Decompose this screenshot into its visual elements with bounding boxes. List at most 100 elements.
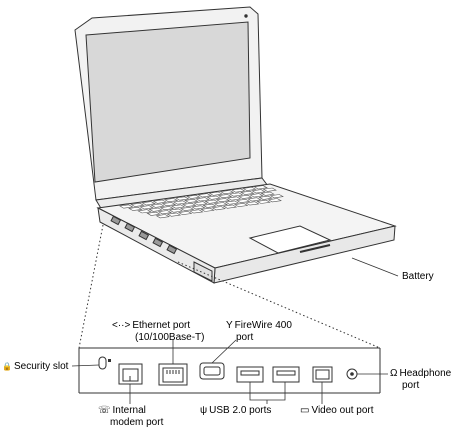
key [193, 201, 208, 206]
security-slot [98, 356, 107, 370]
key [157, 210, 172, 215]
key [240, 190, 255, 195]
modem-port-sublabel: modem port [110, 417, 164, 428]
key [226, 196, 242, 201]
key [245, 201, 260, 206]
ethernet-port-sublabel: (10/100Base-T) [135, 332, 205, 343]
security-lock-mark [108, 359, 111, 362]
side-port-3 [138, 230, 150, 241]
key [159, 206, 174, 211]
key [197, 193, 212, 198]
key [211, 206, 226, 211]
usb-port-2-tongue [276, 370, 296, 376]
key [195, 197, 210, 202]
callout-dotted-right [177, 261, 381, 349]
ethernet-port-label: <··>Ethernet port [112, 320, 191, 331]
key [155, 214, 170, 219]
key [247, 197, 262, 202]
key [139, 205, 154, 210]
key [242, 186, 257, 191]
key [148, 207, 163, 212]
key [238, 194, 253, 199]
key [217, 194, 233, 199]
key [262, 187, 277, 192]
key [191, 205, 206, 210]
phone-icon: ☏ [98, 405, 111, 416]
usb-leader [249, 382, 286, 401]
key [222, 204, 238, 209]
ethernet-icon: <··> [112, 320, 131, 331]
lock-icon: 🔒 [2, 362, 12, 371]
trackpad [248, 225, 332, 254]
key [161, 202, 177, 207]
key [180, 206, 195, 212]
key [204, 199, 219, 204]
key [269, 194, 284, 199]
key [128, 206, 143, 211]
key [150, 203, 165, 208]
key [137, 209, 152, 214]
keyboard [119, 185, 284, 219]
display-icon: ▭ [300, 405, 310, 416]
key [170, 204, 186, 209]
key [146, 211, 161, 216]
key [168, 208, 184, 213]
battery-label: Battery [402, 271, 434, 282]
key [163, 198, 179, 203]
video-out-inner [315, 369, 330, 380]
key [251, 189, 266, 194]
modem-port-label: ☏Internal [98, 405, 146, 416]
latch [299, 244, 331, 253]
key [249, 193, 264, 198]
side-port-5 [166, 244, 178, 255]
key [184, 198, 199, 203]
key [219, 190, 235, 195]
side-port-2 [124, 222, 136, 233]
headphone-port-sublabel: port [402, 380, 420, 391]
key [256, 199, 271, 204]
key [166, 212, 182, 217]
key [267, 198, 282, 203]
key [231, 188, 246, 193]
key [182, 202, 197, 207]
display-screen [85, 21, 251, 183]
headphone-jack-center [350, 372, 354, 376]
battery-leader [351, 257, 399, 277]
key [258, 195, 273, 200]
key [175, 196, 190, 201]
key [186, 194, 201, 199]
key [228, 192, 244, 197]
ethernet-port-inner [162, 367, 184, 383]
side-port-4 [152, 237, 164, 248]
key [202, 203, 217, 208]
firewire-port-sublabel: port [236, 332, 254, 343]
key [172, 200, 188, 205]
key [177, 210, 193, 216]
key [119, 204, 134, 209]
firewire-leader [211, 339, 237, 364]
key [189, 209, 204, 214]
video-out-label: ▭Video out port [300, 405, 374, 416]
key [130, 202, 145, 207]
key [236, 198, 251, 204]
key [260, 191, 275, 196]
side-port-1 [110, 215, 122, 226]
security-slot-label: 🔒Security slot [2, 361, 69, 372]
key [253, 185, 268, 190]
key [208, 191, 224, 196]
key [141, 201, 156, 206]
key [206, 195, 221, 200]
key [215, 198, 230, 203]
key [200, 207, 215, 212]
usb-icon: ψ [200, 405, 208, 416]
usb-port-1-tongue [240, 370, 260, 376]
firewire-port-inner [203, 366, 221, 376]
callout-dotted-left [78, 224, 104, 349]
display-indicator [244, 14, 248, 18]
headphone-icon: Ω [390, 368, 398, 379]
